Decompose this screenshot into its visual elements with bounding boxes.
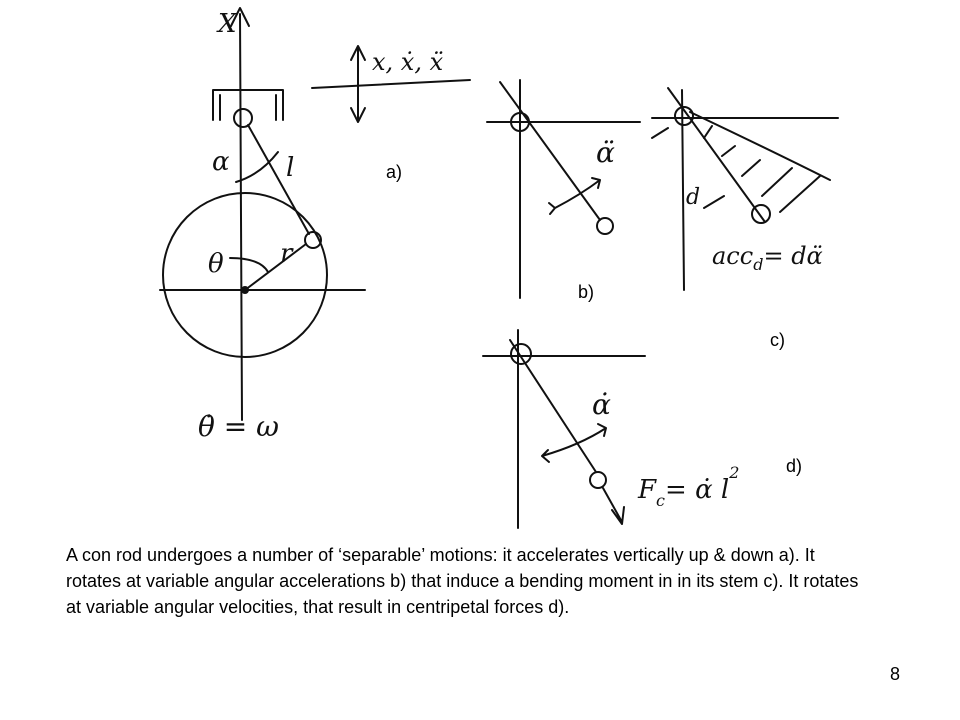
c-pivot xyxy=(674,106,694,126)
panel-c-label: c) xyxy=(770,330,785,350)
d-force-equation: Fc= α̇ l2 xyxy=(637,463,739,510)
panel-b-label: b) xyxy=(578,282,595,302)
a-motion-arrow xyxy=(350,45,366,123)
a-alpha-arc xyxy=(235,151,279,183)
slide-caption: A con rod undergoes a number of ‘separab… xyxy=(66,545,859,617)
a-piston-bracket xyxy=(212,89,284,121)
diagram-b xyxy=(486,79,641,299)
c-d-label: d xyxy=(686,185,700,210)
d-end xyxy=(589,471,607,489)
d-force-subscript: c xyxy=(656,491,665,510)
page-number: 8 xyxy=(889,664,900,684)
hand-drawn-diagrams: X x, ẋ, ẍ α l θ r θ̇ = ω α̈ d accd= dα̈ … xyxy=(159,7,839,529)
panel-a-label: a) xyxy=(386,162,403,182)
b-end xyxy=(596,217,614,235)
c-ticks xyxy=(651,127,725,209)
diagram-a xyxy=(159,7,471,421)
a-motion-line xyxy=(311,79,471,89)
b-angacc-arc xyxy=(548,177,601,215)
a-motion-label: x, ẋ, ẍ xyxy=(372,48,444,76)
d-force-symbol: F xyxy=(637,475,657,505)
diagram-c xyxy=(651,87,839,291)
c-load-envelope xyxy=(689,111,831,181)
a-radius-label: r xyxy=(280,239,294,269)
a-crank-arm xyxy=(244,243,307,291)
a-axis-label: X xyxy=(216,9,238,39)
c-acc-text: acc xyxy=(712,242,753,270)
a-omega-equation: θ̇ = ω xyxy=(198,410,279,443)
c-acc-label: accd= dα̈ xyxy=(712,242,823,274)
panel-d-label: d) xyxy=(786,456,803,476)
a-crankpin xyxy=(304,231,322,249)
d-force-superscript: 2 xyxy=(728,463,739,482)
b-angacc-label: α̈ xyxy=(596,136,615,169)
a-axis-arrowhead xyxy=(230,7,250,27)
a-wrist-pin xyxy=(233,108,253,128)
a-crank-circle xyxy=(162,192,328,358)
d-angvel-label: α̇ xyxy=(592,388,611,421)
d-rod xyxy=(509,339,597,473)
a-theta-label: θ xyxy=(208,249,224,279)
c-rod xyxy=(667,87,766,223)
c-end xyxy=(751,204,771,224)
c-load-arrows xyxy=(703,125,821,213)
c-vertical-axis xyxy=(681,89,685,291)
a-theta-arc xyxy=(229,257,269,273)
b-rod xyxy=(499,81,601,221)
d-angvel-arc xyxy=(541,423,607,463)
c-acc-rhs: = dα̈ xyxy=(763,242,822,270)
a-alpha-label: α xyxy=(212,147,230,177)
a-con-rod xyxy=(247,124,310,235)
d-pivot xyxy=(510,343,532,365)
d-force-rhs: = α̇ l xyxy=(665,475,729,505)
c-acc-subscript: d xyxy=(753,255,763,274)
d-force-arrow xyxy=(602,487,625,525)
a-length-label: l xyxy=(286,153,294,183)
diagram-d xyxy=(482,329,646,529)
a-vertical-axis xyxy=(239,13,243,421)
